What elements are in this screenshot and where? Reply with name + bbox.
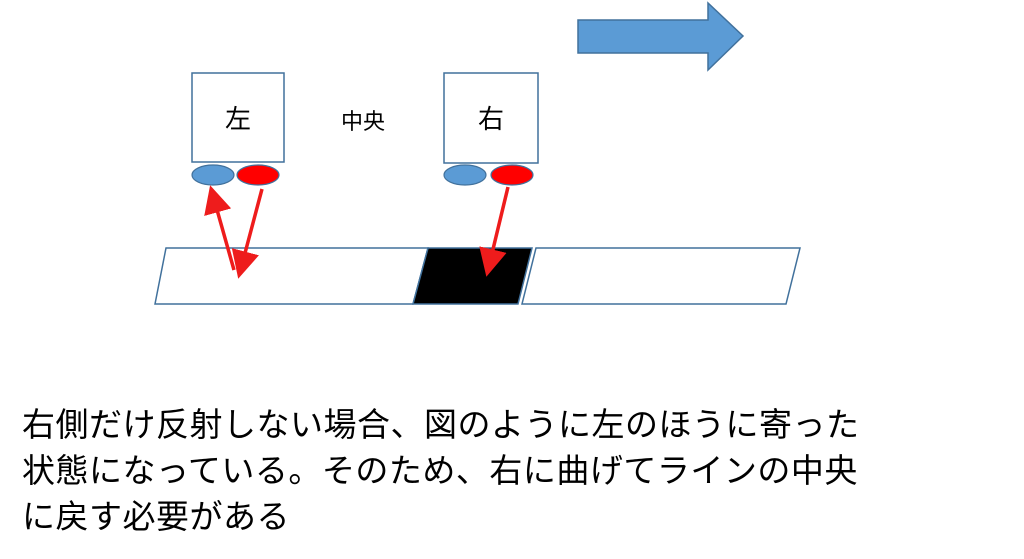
right-emitter — [443, 164, 487, 186]
right-arrow-icon — [577, 1, 745, 72]
sensor-right-label: 右 — [478, 105, 504, 135]
floor-panel-right — [521, 247, 801, 305]
floor-panel-left — [154, 247, 429, 305]
left-emitter — [191, 164, 235, 186]
center-label: 中央 — [341, 110, 385, 135]
left-incident-ray — [231, 188, 264, 279]
left-reflected-ray — [204, 185, 236, 271]
sensor-left-box — [191, 72, 285, 163]
right-absorbed-ray — [479, 186, 510, 277]
sensor-line-diagram: 左 中央 右 — [154, 1, 801, 305]
caption-line-1: 右側だけ反射しない場合、図のように左のほうに寄った — [22, 405, 860, 444]
caption-line-2: 状態になっている。そのため、右に曲げてラインの中央 — [22, 451, 858, 490]
right-receiver — [490, 164, 534, 186]
caption-line-3: に戻す必要がある — [22, 497, 290, 536]
black-line — [412, 247, 533, 305]
caption-text: 右側だけ反射しない場合、図のように左のほうに寄った 状態になっている。そのため、… — [22, 402, 1007, 540]
left-receiver — [236, 164, 280, 186]
sensor-right-box — [443, 72, 539, 164]
sensor-left-label: 左 — [225, 105, 251, 135]
